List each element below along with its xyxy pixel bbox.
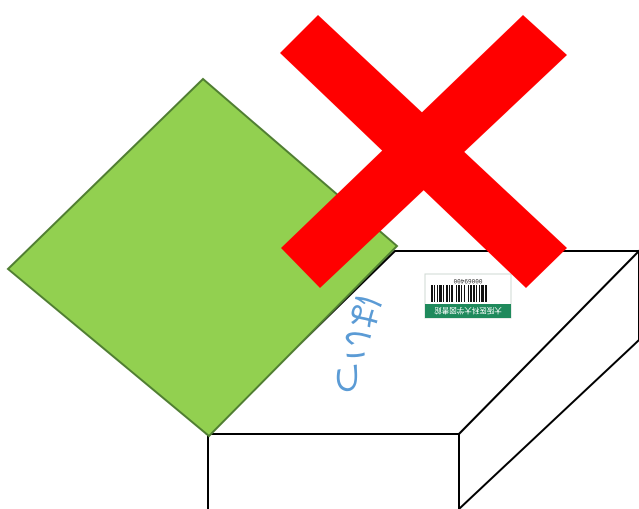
barcode-bar [476, 285, 477, 302]
barcode-bar [443, 285, 444, 302]
red-cross-icon [280, 15, 567, 288]
barcode-bar [479, 285, 480, 302]
barcode-bar [439, 285, 442, 302]
barcode-bar [464, 285, 465, 302]
barcode-bar [470, 285, 472, 302]
barcode-bar [485, 285, 487, 302]
barcode-number: 00069400 [453, 277, 482, 284]
barcode-bar [461, 285, 462, 302]
barcode-bar [468, 285, 469, 302]
barcode-label: 00069400 大阪医科大学図書館 [425, 274, 511, 318]
barcode-bar [458, 285, 460, 302]
barcode-bar [473, 285, 475, 302]
barcode-bar [434, 285, 435, 302]
barcode-bar [449, 285, 450, 302]
box-front-face [208, 434, 459, 509]
barcode-bar [431, 285, 433, 302]
barcode-bar [481, 285, 484, 302]
barcode-bar [446, 285, 448, 302]
barcode-library-name: 大阪医科大学図書館 [434, 306, 502, 316]
barcode-bar [437, 285, 438, 302]
barcode-bar [456, 285, 457, 302]
barcode-bar [451, 285, 453, 302]
